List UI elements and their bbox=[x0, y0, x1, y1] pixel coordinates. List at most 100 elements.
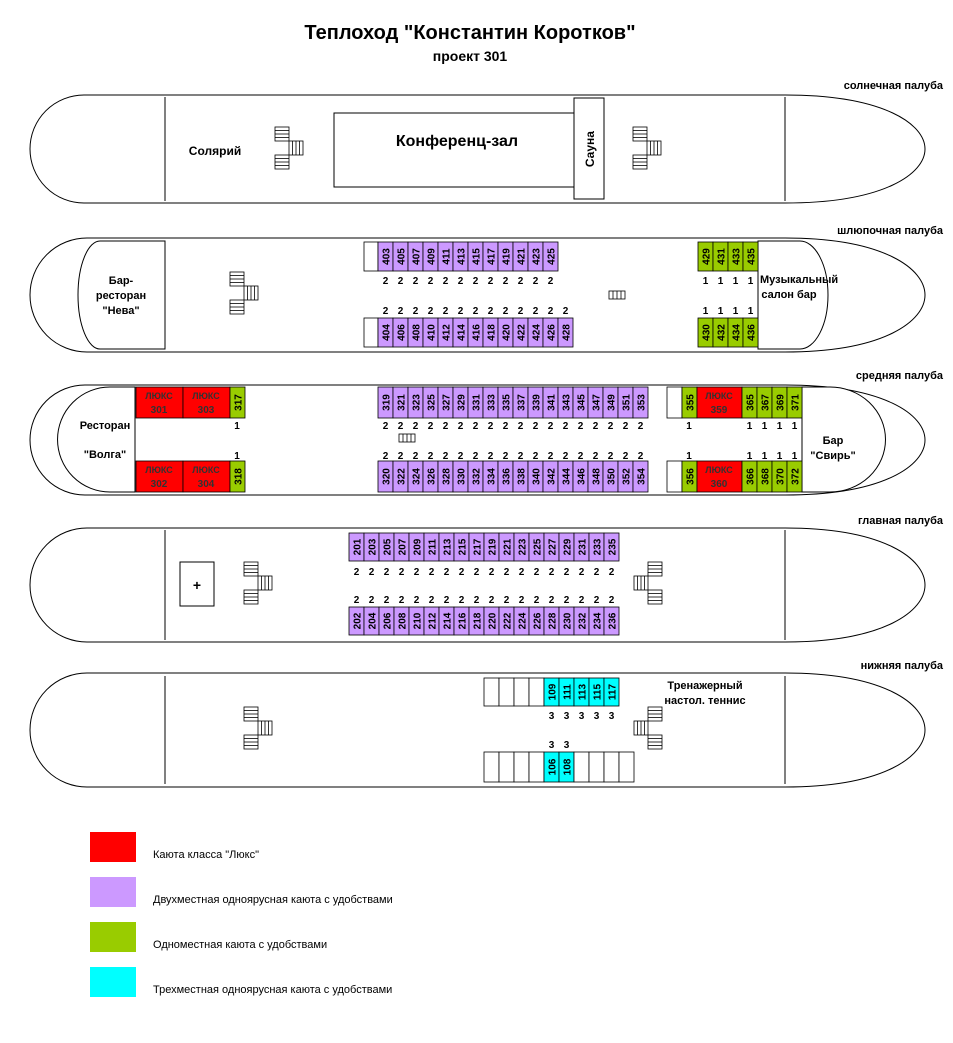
cabin-number: 216 bbox=[458, 612, 469, 629]
cabin-number: 115 bbox=[593, 683, 604, 700]
cabin-number: 113 bbox=[578, 683, 589, 700]
cabin-lux bbox=[696, 386, 743, 419]
cabin-number: 365 bbox=[746, 394, 757, 411]
cabin-number: 228 bbox=[548, 612, 559, 629]
berth-count: 2 bbox=[458, 306, 464, 317]
cabin-number: 225 bbox=[533, 538, 544, 555]
cabin-number: 419 bbox=[502, 248, 513, 265]
berth-count: 2 bbox=[534, 595, 540, 606]
stairs-icon bbox=[274, 126, 304, 170]
berth-count: 3 bbox=[564, 740, 570, 751]
cabin-number: 352 bbox=[622, 468, 633, 485]
cabin-number: 350 bbox=[607, 468, 618, 485]
cabin-number: 426 bbox=[547, 324, 558, 341]
berth-count: 2 bbox=[413, 306, 419, 317]
cabin-number: 325 bbox=[427, 394, 438, 411]
cabin-number: 301 bbox=[151, 405, 168, 416]
berth-count: 1 bbox=[718, 276, 724, 287]
berth-count: 3 bbox=[564, 711, 570, 722]
cabin-number: 108 bbox=[563, 758, 574, 775]
cabin-number: 205 bbox=[383, 538, 394, 555]
cabin-number: 207 bbox=[398, 538, 409, 555]
berth-count: 2 bbox=[414, 595, 420, 606]
berth-count: 2 bbox=[459, 567, 465, 578]
cabin-number: 336 bbox=[502, 468, 513, 485]
berth-count: 2 bbox=[519, 595, 525, 606]
cabin-number: 234 bbox=[593, 612, 604, 629]
berth-count: 2 bbox=[488, 276, 494, 287]
berth-count: 2 bbox=[593, 421, 599, 432]
cabin-number: 227 bbox=[548, 538, 559, 555]
berth-count: 2 bbox=[593, 451, 599, 462]
berth-count: 2 bbox=[354, 595, 360, 606]
cabin-number: 230 bbox=[563, 612, 574, 629]
cabin-number: 435 bbox=[747, 248, 758, 265]
lux-label: ЛЮКС bbox=[192, 391, 220, 401]
cabin-number: 369 bbox=[776, 394, 787, 411]
berth-count: 2 bbox=[533, 306, 539, 317]
berth-count: 2 bbox=[383, 276, 389, 287]
cabin-number: 353 bbox=[637, 394, 648, 411]
cabin-number: 214 bbox=[443, 612, 454, 629]
cabin-double bbox=[632, 460, 649, 493]
berth-count: 1 bbox=[747, 421, 753, 432]
cabin-number: 210 bbox=[413, 612, 424, 629]
main-deck-hull bbox=[29, 527, 926, 643]
cabin-number: 422 bbox=[517, 324, 528, 341]
berth-count: 1 bbox=[686, 451, 692, 462]
berth-count: 2 bbox=[503, 421, 509, 432]
cabin-number: 322 bbox=[397, 468, 408, 485]
utility-room bbox=[573, 751, 590, 783]
cabin-number: 209 bbox=[413, 538, 424, 555]
stairs-icon bbox=[632, 126, 662, 170]
cabin-lux bbox=[182, 386, 231, 419]
utility-room bbox=[528, 751, 545, 783]
berth-count: 2 bbox=[548, 306, 554, 317]
berth-count: 2 bbox=[549, 595, 555, 606]
cabin-number: 417 bbox=[487, 248, 498, 265]
cabin-number: 351 bbox=[622, 394, 633, 411]
cabin-single bbox=[742, 317, 759, 348]
cabin-number: 304 bbox=[198, 479, 215, 490]
berth-count: 2 bbox=[548, 451, 554, 462]
berth-count: 1 bbox=[762, 421, 768, 432]
berth-count: 1 bbox=[777, 451, 783, 462]
cabin-number: 335 bbox=[502, 394, 513, 411]
berth-count: 2 bbox=[429, 595, 435, 606]
cabin-number: 367 bbox=[761, 394, 772, 411]
berth-count: 2 bbox=[459, 595, 465, 606]
berth-count: 2 bbox=[398, 421, 404, 432]
cabin-number: 333 bbox=[487, 394, 498, 411]
berth-count: 2 bbox=[518, 451, 524, 462]
restaurant-volga-label: "Волга" bbox=[83, 449, 127, 461]
cabin-number: 432 bbox=[717, 324, 728, 341]
cabin-number: 366 bbox=[746, 468, 757, 485]
cabin-number: 424 bbox=[532, 324, 543, 341]
berth-count: 2 bbox=[488, 306, 494, 317]
berth-count: 2 bbox=[413, 451, 419, 462]
berth-count: 2 bbox=[399, 567, 405, 578]
cabin-number: 321 bbox=[397, 394, 408, 411]
cabin-number: 229 bbox=[563, 538, 574, 555]
cabin-number: 418 bbox=[487, 324, 498, 341]
berth-count: 2 bbox=[609, 595, 615, 606]
utility-room bbox=[498, 751, 515, 783]
cabin-number: 317 bbox=[234, 394, 245, 411]
cabin-number: 206 bbox=[383, 612, 394, 629]
page-subtitle: проект 301 bbox=[432, 48, 508, 64]
utility-room bbox=[588, 751, 605, 783]
cabin-number: 416 bbox=[472, 324, 483, 341]
page-title: Теплоход "Константин Коротков" bbox=[304, 22, 636, 44]
solarium-label: Солярий bbox=[188, 144, 242, 158]
cabin-number: 338 bbox=[517, 468, 528, 485]
berth-count: 2 bbox=[369, 567, 375, 578]
legend-label-lux: Каюта класса "Люкс" bbox=[153, 849, 259, 861]
cabin-number: 213 bbox=[443, 538, 454, 555]
cabin-number: 233 bbox=[593, 538, 604, 555]
berth-count: 2 bbox=[504, 595, 510, 606]
legend-label-single: Одноместная каюта с удобствами bbox=[153, 939, 328, 951]
utility-room bbox=[363, 317, 379, 348]
berth-count: 2 bbox=[399, 595, 405, 606]
cabin-number: 429 bbox=[702, 248, 713, 265]
cabin-number: 319 bbox=[382, 394, 393, 411]
